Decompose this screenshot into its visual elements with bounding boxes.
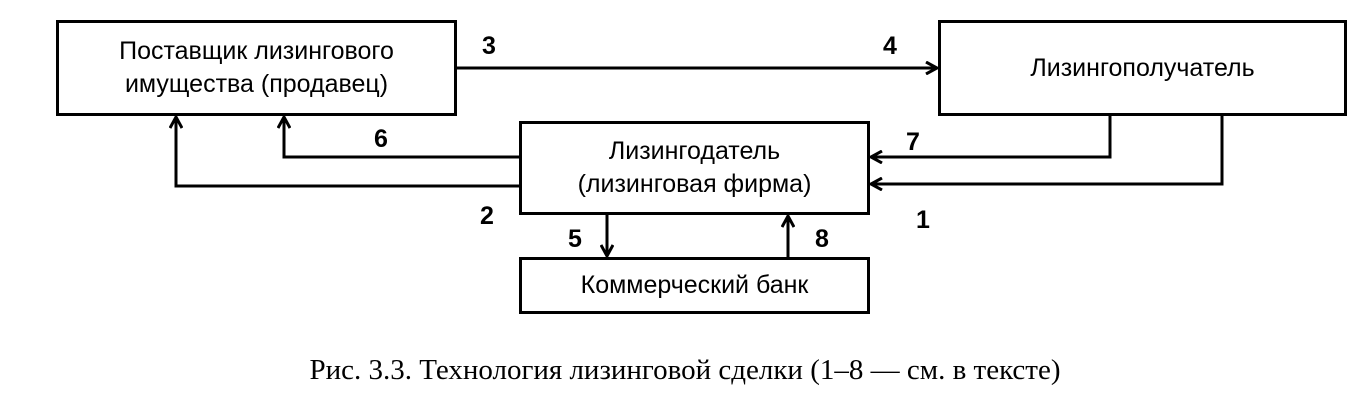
arrow-lessee-to-lessor-1 [872, 116, 1224, 184]
node-bank-label: Коммерческий банк [580, 271, 809, 299]
node-lessor-line2: (лизинговая фирма) [577, 170, 812, 198]
node-lessee: Лизингополучатель [938, 20, 1347, 116]
edge-label-8: 8 [815, 225, 829, 253]
node-lessee-label: Лизингополучатель [1030, 53, 1255, 82]
edge-label-2: 2 [480, 202, 494, 230]
arrow-lessor-to-supplier-2 [176, 118, 519, 188]
arrow-lessee-to-lessor-7 [872, 116, 1112, 157]
edge-label-7: 7 [906, 128, 920, 156]
node-supplier-line2: имущества (продавец) [124, 70, 389, 98]
edge-label-4: 4 [883, 32, 897, 60]
arrow-lessor-to-supplier-6 [284, 118, 519, 159]
node-lessor: Лизингодатель (лизинговая фирма) [519, 121, 870, 215]
edge-label-3: 3 [482, 32, 496, 60]
node-supplier: Поставщик лизингового имущества (продаве… [56, 20, 457, 116]
edge-label-6: 6 [374, 125, 388, 153]
edge-label-1: 1 [916, 206, 930, 234]
node-lessor-line1: Лизингодатель [608, 137, 781, 165]
edge-label-5: 5 [568, 225, 582, 253]
figure-caption: Рис. 3.3. Технология лизинговой сделки (… [309, 354, 1061, 386]
node-bank: Коммерческий банк [519, 257, 870, 314]
node-supplier-line1: Поставщик лизингового [119, 37, 394, 65]
